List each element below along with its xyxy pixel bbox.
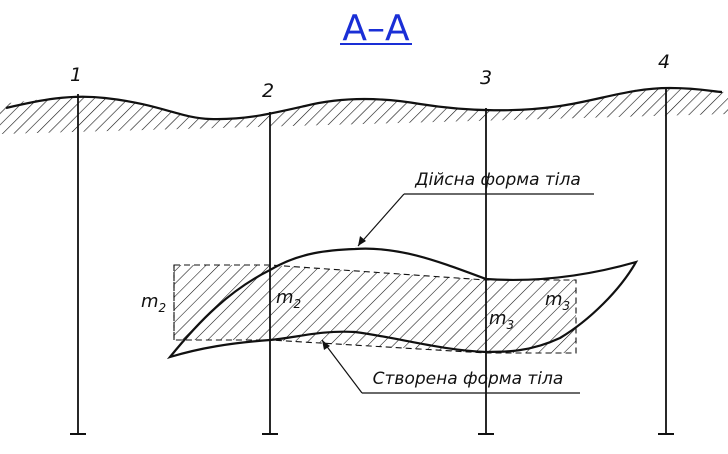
actual-form-body (166, 247, 639, 360)
block-label-m2-left: m2 (141, 291, 166, 315)
section-title: A–A (342, 8, 410, 49)
well-4: 4 (658, 51, 674, 435)
well-label-2: 2 (262, 80, 274, 102)
well-label-3: 3 (480, 67, 492, 89)
well-label-4: 4 (658, 51, 670, 73)
callout-actual: Дійсна форма тіла (357, 170, 594, 247)
block-label-m3-center: m3 (489, 308, 514, 332)
callout-created-label: Створена форма тіла (373, 369, 564, 389)
block-label-m3-right: m3 (545, 289, 570, 313)
well-1: 1 (70, 64, 86, 435)
created-form-body (173, 264, 577, 354)
block-label-m2-center: m2 (276, 287, 301, 311)
callout-actual-label: Дійсна форма тіла (414, 170, 581, 190)
well-2: 2 (262, 80, 278, 435)
well-3: 3 (478, 67, 494, 435)
callout-created: Створена форма тіла (321, 339, 580, 394)
well-label-1: 1 (70, 64, 82, 86)
ground-surface-line (5, 86, 723, 121)
ground-hatch (0, 88, 728, 134)
